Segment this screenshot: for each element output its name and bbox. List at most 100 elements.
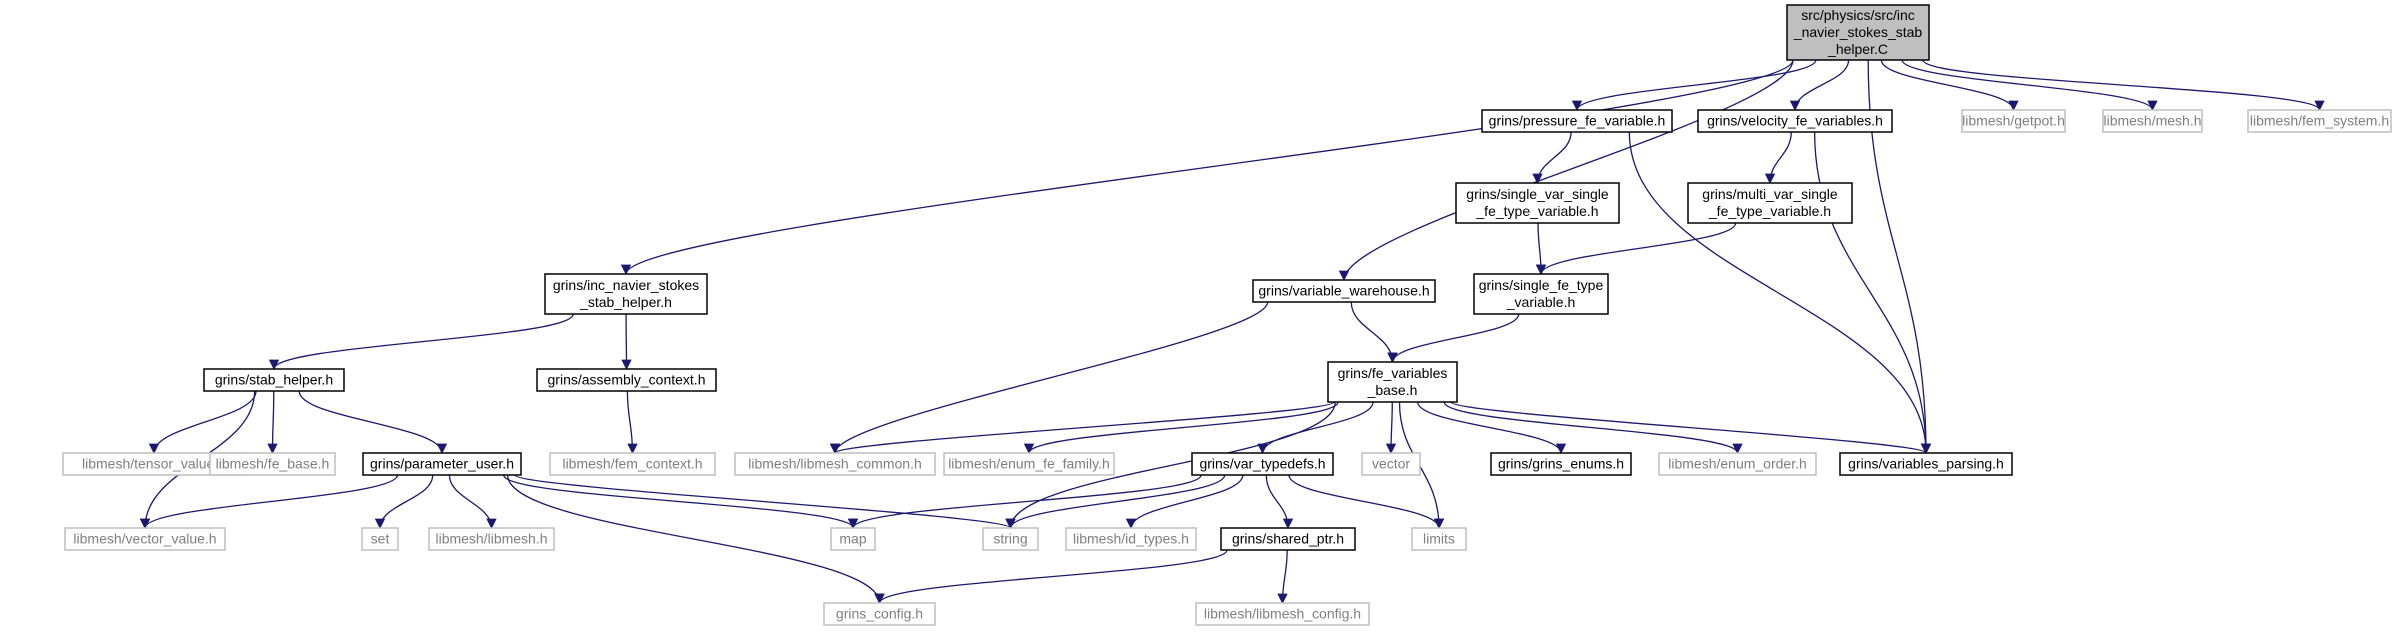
node-label-mesh-0: libmesh/mesh.h: [2103, 113, 2201, 129]
node-velocity_fe[interactable]: grins/velocity_fe_variables.h: [1697, 109, 1893, 133]
node-label-id_types-0: libmesh/id_types.h: [1073, 531, 1189, 547]
edge-var_warehouse-to-libmesh_common: [829, 301, 1269, 455]
node-param_user[interactable]: grins/parameter_user.h: [362, 452, 522, 476]
node-label-vars_parsing-0: grins/variables_parsing.h: [1848, 456, 2004, 472]
node-label-stab_helper-0: grins/stab_helper.h: [215, 372, 333, 388]
node-label-var_typedefs-0: grins/var_typedefs.h: [1199, 456, 1325, 472]
edge-pressure_fe-to-single_var: [1532, 131, 1572, 185]
node-label-root-0: src/physics/src/inc: [1801, 7, 1915, 23]
node-box-param_user: [362, 452, 522, 476]
node-tensor_value: libmesh/tensor_value.h: [62, 452, 246, 476]
node-box-mesh: [2102, 109, 2203, 133]
node-box-getpot: [1961, 109, 2066, 133]
edge-root-to-mesh: [1901, 59, 2158, 112]
node-box-limits: [1411, 527, 1467, 551]
node-box-fem_context: [549, 452, 716, 476]
node-label-vector-0: vector: [1372, 456, 1410, 472]
node-box-map: [830, 527, 876, 551]
edge-param_user-to-grins_config: [506, 474, 885, 605]
edge-var_typedefs-to-limits: [1288, 474, 1445, 530]
edge-stab_helper-to-fe_base: [267, 390, 278, 455]
node-box-enum_order: [1658, 452, 1817, 476]
node-vector_value: libmesh/vector_value.h: [64, 527, 226, 551]
edge-root-to-pressure_fe: [1571, 59, 1817, 112]
node-inc_ns_h[interactable]: grins/inc_navier_stokes_stab_helper.h: [544, 273, 708, 315]
node-label-single_fe-1: _variable.h: [1506, 294, 1576, 310]
node-box-multi_var: [1687, 182, 1853, 224]
node-single_fe[interactable]: grins/single_fe_type_variable.h: [1473, 273, 1609, 315]
node-box-fe_base: [209, 452, 336, 476]
node-box-libmesh_config: [1195, 602, 1370, 626]
node-stab_helper[interactable]: grins/stab_helper.h: [203, 368, 345, 392]
edge-stab_helper-to-param_user: [298, 390, 448, 455]
edge-pressure_fe-to-vars_parsing: [1628, 131, 1932, 455]
node-label-map-0: map: [839, 531, 866, 547]
node-label-fe_base-0: libmesh/fe_base.h: [216, 456, 330, 472]
edge-fe_vars_base-to-enum_fe_family: [1023, 401, 1339, 455]
node-libmesh_config: libmesh/libmesh_config.h: [1195, 602, 1370, 626]
node-box-libmesh_h: [428, 527, 555, 551]
edge-fe_vars_base-to-grins_enums: [1417, 401, 1567, 455]
dependency-edges: [139, 59, 2325, 605]
edge-stab_helper-to-tensor_value: [148, 390, 257, 455]
node-box-stab_helper: [203, 368, 345, 392]
node-single_var[interactable]: grins/single_var_single_fe_type_variable…: [1455, 182, 1620, 224]
node-box-var_warehouse: [1252, 279, 1436, 303]
node-label-fe_vars_base-0: grins/fe_variables: [1338, 365, 1448, 381]
node-id_types: libmesh/id_types.h: [1065, 527, 1197, 551]
node-shared_ptr[interactable]: grins/shared_ptr.h: [1220, 527, 1356, 551]
node-label-single_var-0: grins/single_var_single: [1466, 186, 1609, 202]
node-label-grins_enums-0: grins/grins_enums.h: [1498, 456, 1624, 472]
node-root[interactable]: src/physics/src/inc_navier_stokes_stab_h…: [1786, 4, 1930, 61]
node-box-single_fe: [1473, 273, 1609, 315]
node-getpot: libmesh/getpot.h: [1961, 109, 2066, 133]
dependency-nodes: src/physics/src/inc_navier_stokes_stab_h…: [62, 4, 2392, 626]
node-var_warehouse[interactable]: grins/variable_warehouse.h: [1252, 279, 1436, 303]
node-box-libmesh_common: [734, 452, 936, 476]
node-grins_enums[interactable]: grins/grins_enums.h: [1490, 452, 1632, 476]
node-box-grins_config: [823, 602, 936, 626]
node-label-pressure_fe-0: grins/pressure_fe_variable.h: [1489, 113, 1666, 129]
node-label-tensor_value-0: libmesh/tensor_value.h: [82, 456, 226, 472]
node-box-vector_value: [64, 527, 226, 551]
node-map: map: [830, 527, 876, 551]
node-assembly_ctx[interactable]: grins/assembly_context.h: [536, 368, 717, 392]
node-label-root-1: _navier_stokes_stab: [1793, 24, 1923, 40]
node-label-velocity_fe-0: grins/velocity_fe_variables.h: [1707, 113, 1883, 129]
node-box-enum_fe_family: [943, 452, 1115, 476]
node-label-fe_vars_base-1: _base.h: [1367, 382, 1418, 398]
node-label-libmesh_config-0: libmesh/libmesh_config.h: [1204, 606, 1361, 622]
node-limits: limits: [1411, 527, 1467, 551]
edge-assembly_ctx-to-fem_context: [626, 390, 638, 455]
node-box-single_var: [1455, 182, 1620, 224]
node-pressure_fe[interactable]: grins/pressure_fe_variable.h: [1481, 109, 1673, 133]
node-box-shared_ptr: [1220, 527, 1356, 551]
edge-multi_var-to-single_fe: [1535, 222, 1737, 276]
node-libmesh_common: libmesh/libmesh_common.h: [734, 452, 936, 476]
node-label-getpot-0: libmesh/getpot.h: [1962, 113, 2065, 129]
node-label-limits-0: limits: [1423, 531, 1455, 547]
edge-root-to-var_warehouse: [1338, 59, 1794, 282]
node-var_typedefs[interactable]: grins/var_typedefs.h: [1191, 452, 1334, 476]
node-label-param_user-0: grins/parameter_user.h: [370, 456, 514, 472]
node-label-assembly_ctx-0: grins/assembly_context.h: [548, 372, 706, 388]
node-vars_parsing[interactable]: grins/variables_parsing.h: [1839, 452, 2013, 476]
edge-velocity_fe-to-multi_var: [1764, 131, 1792, 185]
node-fe_vars_base[interactable]: grins/fe_variables_base.h: [1327, 361, 1458, 403]
node-box-vars_parsing: [1839, 452, 2013, 476]
edge-single_fe-to-fe_vars_base: [1387, 313, 1520, 364]
edge-var_typedefs-to-shared_ptr: [1265, 474, 1294, 530]
edge-root-to-fem_system: [1922, 59, 2325, 112]
node-box-root: [1786, 4, 1930, 61]
node-label-fem_system-0: libmesh/fem_system.h: [2250, 113, 2389, 129]
node-box-var_typedefs: [1191, 452, 1334, 476]
node-label-multi_var-1: _fe_type_variable.h: [1708, 203, 1831, 219]
node-multi_var[interactable]: grins/multi_var_single_fe_type_variable.…: [1687, 182, 1853, 224]
edge-var_typedefs-to-id_types: [1125, 474, 1244, 530]
node-fem_context: libmesh/fem_context.h: [549, 452, 716, 476]
node-label-string-0: string: [993, 531, 1027, 547]
node-fe_base: libmesh/fe_base.h: [209, 452, 336, 476]
node-set: set: [361, 527, 399, 551]
node-label-multi_var-0: grins/multi_var_single: [1702, 186, 1838, 202]
